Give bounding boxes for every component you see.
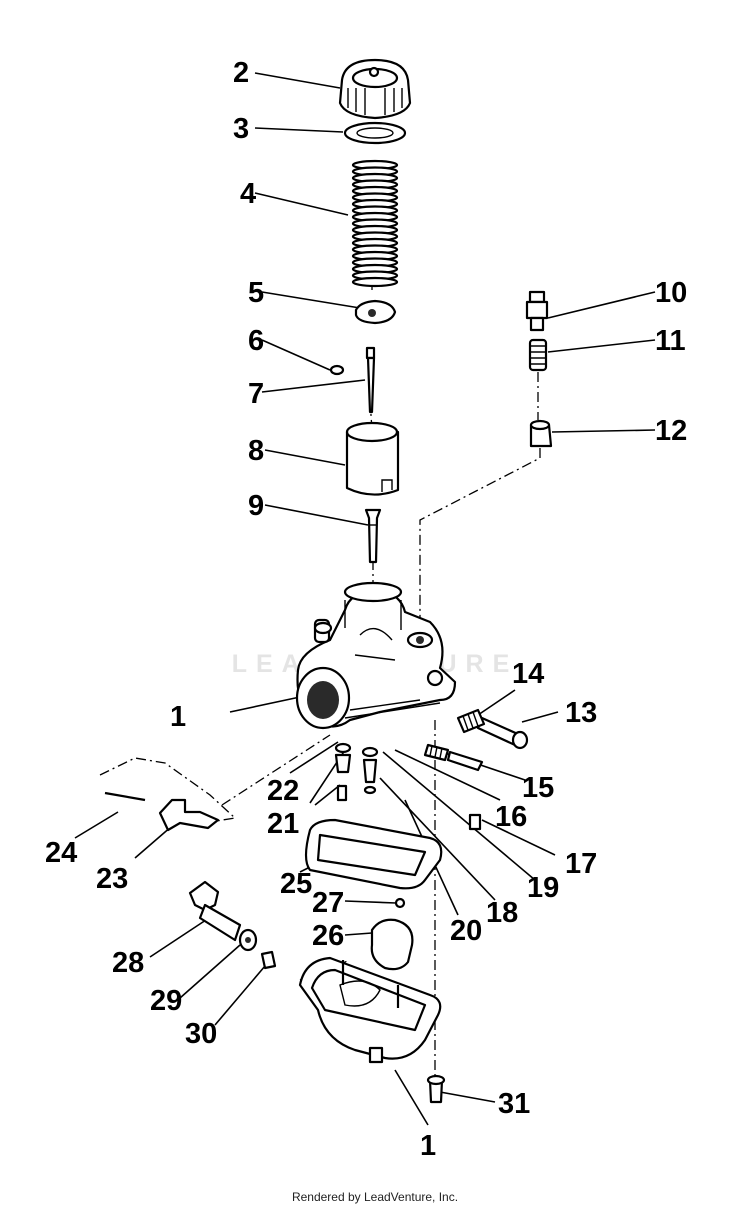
carburetor-body <box>295 581 457 730</box>
air-screw-spring <box>423 743 450 762</box>
callout-29: 29 <box>150 985 182 1017</box>
spring-coil <box>351 276 399 288</box>
callout-30: 30 <box>185 1018 217 1050</box>
main-jet <box>260 950 277 970</box>
throttle-spring <box>351 159 399 288</box>
drain-bolt <box>188 880 242 942</box>
callout-17: 17 <box>565 848 597 880</box>
callout-5: 5 <box>248 277 264 309</box>
callout-4: 4 <box>240 178 256 210</box>
float-pin <box>104 791 146 802</box>
throttle-slide <box>345 421 400 496</box>
callout-11: 11 <box>655 325 686 357</box>
callout-12: 12 <box>655 415 687 447</box>
adjuster-spring <box>528 338 548 372</box>
small-screw <box>468 813 482 831</box>
callout-21: 21 <box>267 808 299 840</box>
callout-10: 10 <box>655 277 687 309</box>
callout-labels: 2 3 4 5 6 7 8 9 10 11 12 13 14 15 16 17 … <box>45 57 687 1162</box>
needle-clip <box>329 364 345 376</box>
callout-23: 23 <box>96 863 128 895</box>
callout-28: 28 <box>112 947 144 979</box>
callout-7: 7 <box>248 378 264 410</box>
leader-lines <box>74 72 656 1126</box>
adjuster-cap-nut <box>529 419 553 448</box>
callout-13: 13 <box>565 697 597 729</box>
callout-2: 2 <box>233 57 249 89</box>
callout-9: 9 <box>248 490 264 522</box>
rendered-by-footer: Rendered by LeadVenture, Inc. <box>291 1190 459 1204</box>
float-arm <box>158 798 220 832</box>
needle-jet <box>364 508 382 564</box>
callout-1-body: 1 <box>170 701 186 733</box>
cap-gasket <box>343 121 407 145</box>
cable-adjuster <box>525 290 549 332</box>
float <box>370 918 414 971</box>
callout-14: 14 <box>512 658 544 690</box>
stop-screw-spring <box>456 708 486 734</box>
callout-18: 18 <box>486 897 518 929</box>
float-needle-valve <box>394 897 406 909</box>
callout-31: 31 <box>498 1088 530 1120</box>
callout-27: 27 <box>312 887 344 919</box>
throttle-stop-screw <box>476 716 529 750</box>
callout-1-bowl: 1 <box>420 1130 436 1162</box>
callout-19: 19 <box>527 872 559 904</box>
callout-25: 25 <box>280 868 312 900</box>
jet-needle <box>365 346 376 414</box>
callout-22: 22 <box>267 775 299 807</box>
float-bowl <box>298 956 442 1064</box>
callout-26: 26 <box>312 920 344 952</box>
drain-washer <box>238 928 258 952</box>
jets-and-washers <box>334 742 379 802</box>
callout-8: 8 <box>248 435 264 467</box>
callout-20: 20 <box>450 915 482 947</box>
carb-top-cap <box>338 58 412 120</box>
callout-16: 16 <box>495 801 527 833</box>
callout-3: 3 <box>233 113 249 145</box>
bowl-screw <box>426 1074 446 1104</box>
callout-24: 24 <box>45 837 77 869</box>
needle-retainer-plate <box>354 299 397 325</box>
air-screw <box>446 750 484 772</box>
callout-6: 6 <box>248 325 264 357</box>
float-bowl-gasket <box>304 818 443 890</box>
callout-15: 15 <box>522 772 554 804</box>
